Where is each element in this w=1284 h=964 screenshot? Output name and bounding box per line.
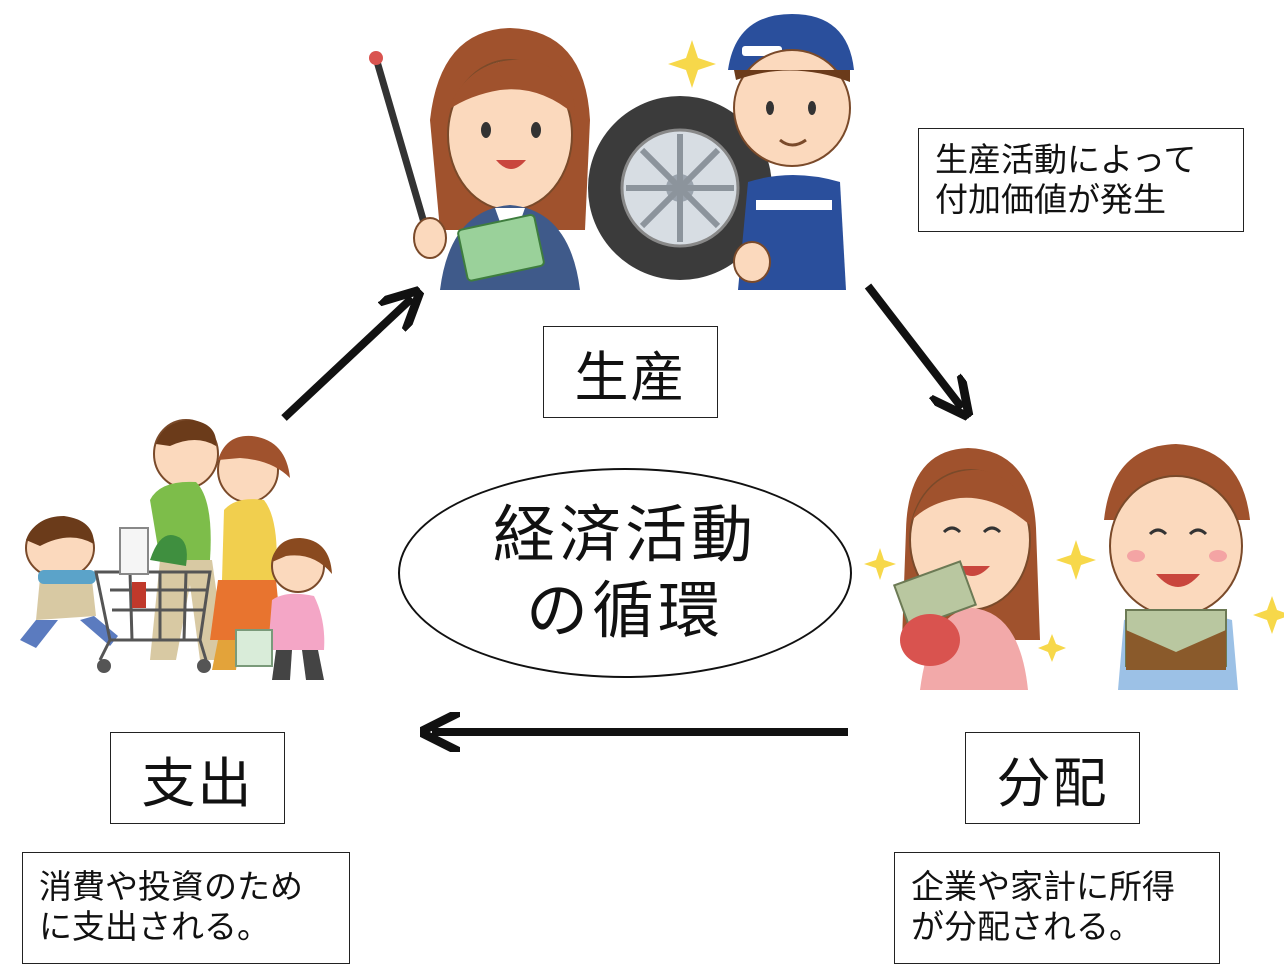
distribution-illustration: [864, 444, 1284, 690]
note-spending: 消費や投資のため に支出される。: [22, 852, 350, 964]
note-spending-line-1: 消費や投資のため: [39, 867, 303, 906]
note-distribution: 企業や家計に所得 が分配される。: [894, 852, 1220, 964]
center-cycle-title: 経済活動 の循環: [398, 468, 852, 678]
stage-production-text: 生産: [574, 345, 687, 409]
note-production-line-1: 生産活動によって: [935, 140, 1197, 179]
stage-label-production: 生産: [543, 326, 718, 418]
note-distribution-line-2: が分配される。: [911, 907, 1142, 946]
center-title-line-2: の循環: [525, 574, 724, 647]
stage-label-spending: 支出: [110, 732, 285, 824]
stage-distribution-text: 分配: [996, 751, 1109, 815]
stage-label-distribution: 分配: [965, 732, 1140, 824]
note-production: 生産活動によって 付加価値が発生: [918, 128, 1244, 232]
spending-illustration: [20, 419, 332, 680]
center-title-line-1: 経済活動: [492, 498, 757, 571]
note-distribution-line-1: 企業や家計に所得: [911, 867, 1175, 906]
stage-spending-text: 支出: [141, 751, 254, 815]
note-spending-line-2: に支出される。: [39, 907, 270, 946]
production-illustration: [369, 14, 854, 290]
arrow-production-to-distribution: [864, 283, 962, 408]
note-production-line-2: 付加価値が発生: [935, 180, 1166, 219]
arrow-spending-to-production: [281, 298, 412, 421]
